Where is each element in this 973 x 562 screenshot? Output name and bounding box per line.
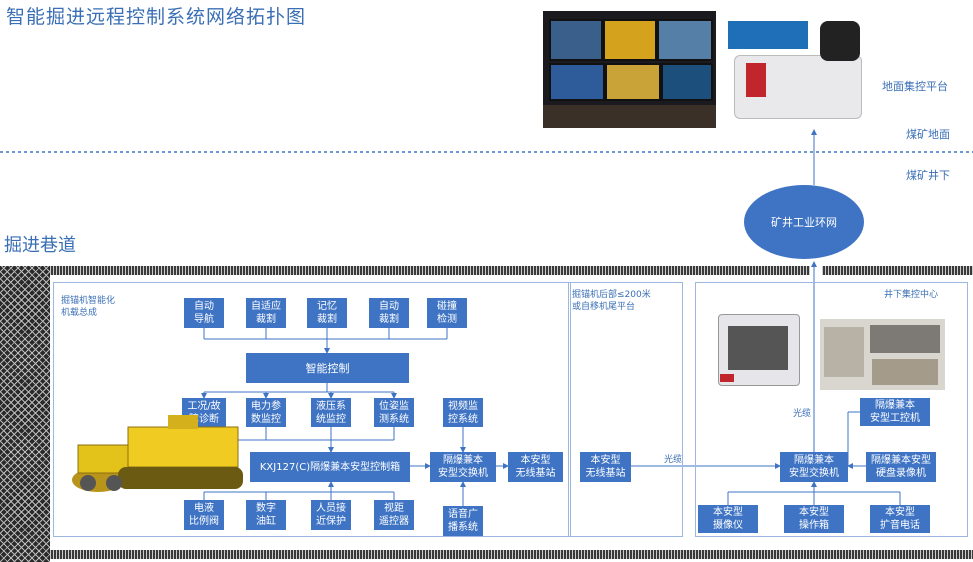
mine-surface-label: 煤矿地面 xyxy=(906,128,950,141)
roadway-roof xyxy=(50,266,810,275)
boom-miner-image xyxy=(72,415,243,492)
pose-monitor-box: 位姿监 测系统 xyxy=(374,398,414,427)
roadway-roof-right xyxy=(822,266,973,275)
collision-detection-box: 碰撞 检测 xyxy=(427,298,467,328)
roadway-face-wall xyxy=(0,266,50,562)
roadway-title: 掘进巷道 xyxy=(4,235,76,256)
memory-cutting-box: 记忆 裁割 xyxy=(307,298,347,328)
remote-controller-box: 视距 遥控器 xyxy=(374,500,414,530)
roadway-floor xyxy=(50,550,973,559)
proximity-protection-box: 人员接 近保护 xyxy=(311,500,351,530)
smart-control-box: 智能控制 xyxy=(246,353,409,383)
airborne-frame-title: 掘锚机智能化 机载总成 xyxy=(61,296,116,318)
control-center-room-image xyxy=(820,319,945,390)
operation-box: 本安型 操作箱 xyxy=(784,505,844,533)
ground-platform-label: 地面集控平台 xyxy=(882,80,948,93)
right-switch-box: 隔爆兼本 安型交换机 xyxy=(780,452,848,482)
rear-platform-frame xyxy=(568,282,683,537)
power-monitor-box: 电力参 数监控 xyxy=(246,398,286,427)
disk-recorder-box: 隔爆兼本安型 硬盘录像机 xyxy=(866,452,936,482)
wireless-station-1-box: 本安型 无线基站 xyxy=(508,452,563,482)
hydraulic-monitor-box: 液压系 统监控 xyxy=(311,398,351,427)
auto-navigation-box: 自动 导航 xyxy=(184,298,224,328)
kxj127-control-box: KXJ127(C)隔爆兼本安型控制箱 xyxy=(250,452,410,482)
video-monitor-box: 视频监 控系统 xyxy=(443,398,483,427)
page-title: 智能掘进远程控制系统网络拓扑图 xyxy=(6,6,307,28)
airborne-assembly-frame xyxy=(53,282,571,537)
camera-box: 本安型 摄像仪 xyxy=(698,505,758,533)
industrial-pc-box: 隔爆兼本 安型工控机 xyxy=(860,398,930,426)
voice-broadcast-box: 语音广 播系统 xyxy=(443,506,483,536)
ground-control-room-image xyxy=(543,11,716,128)
rear-platform-note: 掘锚机后部≤200米 或自移机尾平台 xyxy=(572,290,651,312)
speaker-phone-box: 本安型 扩音电话 xyxy=(870,505,930,533)
fiber-cable-label-2: 光缆 xyxy=(793,409,812,419)
digital-cylinder-box: 数字 油缸 xyxy=(246,500,286,530)
adaptive-cutting-box: 自适应 裁割 xyxy=(246,298,286,328)
mine-underground-label: 煤矿井下 xyxy=(906,169,950,182)
control-center-title: 井下集控中心 xyxy=(884,290,939,300)
wireless-station-2-box: 本安型 无线基站 xyxy=(580,452,631,482)
mine-industrial-ring-network: 矿井工业环网 xyxy=(744,185,864,259)
left-switch-box: 隔爆兼本 安型交换机 xyxy=(430,452,496,482)
fiber-cable-label-1: 光缆 xyxy=(664,455,683,465)
remote-console-image xyxy=(724,15,872,123)
proportional-valve-box: 电液 比例阀 xyxy=(184,500,224,530)
control-cabinet-image xyxy=(710,310,805,390)
auto-cutting-box: 自动 裁割 xyxy=(369,298,409,328)
control-center-frame xyxy=(695,282,968,537)
